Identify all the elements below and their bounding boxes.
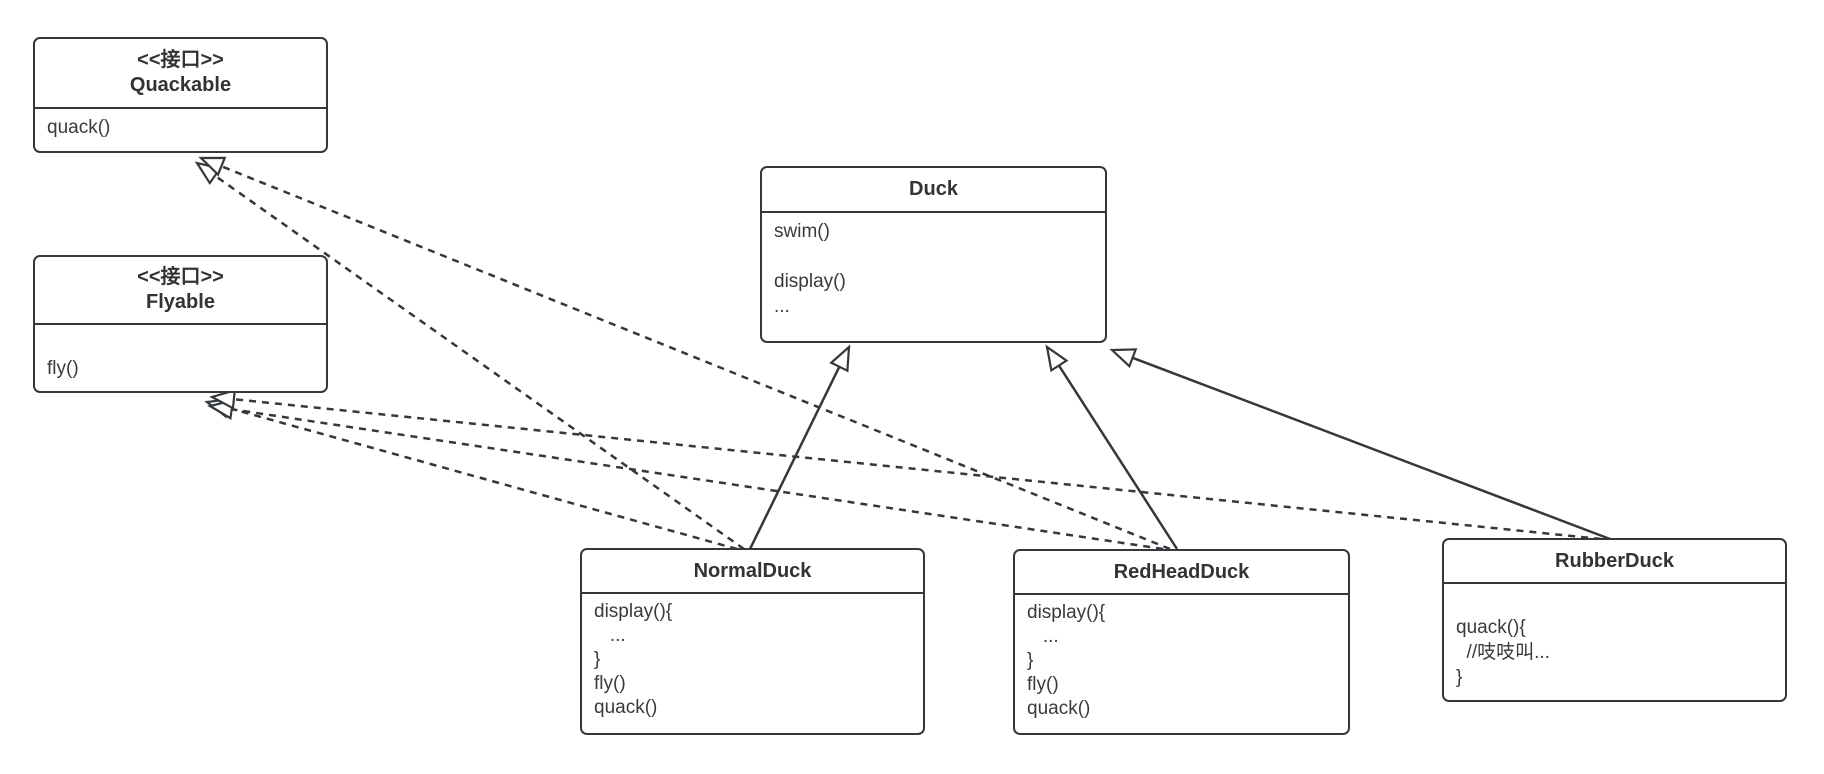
realization-arrow-normalduck-to-flyable — [204, 397, 738, 551]
class-members: quack(){ //吱吱叫...} — [1444, 584, 1785, 696]
class-name: NormalDuck — [693, 559, 812, 582]
class-member-line: ... — [594, 625, 626, 646]
realization-arrow-redheadduck-to-quackable — [198, 156, 1171, 551]
class-box-duck: Duck swim() display()... — [760, 166, 1107, 343]
class-members: display(){ ...} fly() quack() — [582, 594, 923, 726]
class-box-rubberduck: RubberDuck quack(){ //吱吱叫...} — [1442, 538, 1787, 702]
class-name: Quackable — [129, 74, 232, 96]
class-member-line: ... — [774, 296, 790, 317]
class-box-redheadduck: RedHeadDuck display(){ ...} fly() quack() — [1013, 549, 1350, 735]
class-member-line: quack(){ — [1456, 617, 1526, 638]
class-member-line: fly() — [594, 673, 626, 694]
class-box-normalduck: NormalDuck display(){ ...} fly() quack() — [580, 548, 925, 735]
class-name: RedHeadDuck — [1113, 560, 1250, 583]
class-member-line: swim() — [774, 221, 830, 242]
inheritance-arrow-redheadduck-to-duck — [1045, 344, 1179, 550]
inheritance-arrow-normalduck-to-duck — [748, 344, 851, 550]
class-header: <<接口>> Quackable — [35, 39, 326, 109]
realization-arrow-redheadduck-to-flyable — [207, 398, 1164, 551]
class-member-line — [774, 244, 1093, 269]
class-header: NormalDuck — [582, 550, 923, 594]
class-members: fly() — [35, 325, 326, 387]
class-members: quack() — [35, 109, 326, 146]
inheritance-arrow-rubberduck-to-duck — [1109, 348, 1611, 541]
class-header: Duck — [762, 168, 1105, 213]
class-member-line: quack() — [1027, 698, 1091, 719]
class-member-line: display() — [774, 271, 846, 292]
class-member-line: display(){ — [1027, 602, 1106, 623]
class-member-line: } — [594, 649, 601, 670]
class-member-line: display(){ — [594, 601, 673, 622]
class-members: swim() display()... — [762, 213, 1105, 325]
class-name: Duck — [909, 178, 958, 200]
class-header: RubberDuck — [1444, 540, 1785, 584]
class-member-line: ... — [1027, 626, 1059, 647]
class-header: <<接口>> Flyable — [35, 257, 326, 325]
class-stereotype: <<接口>> — [137, 49, 224, 71]
class-box-flyable: <<接口>> Flyable fly() — [33, 255, 328, 393]
class-name: RubberDuck — [1555, 549, 1674, 572]
class-box-quackable: <<接口>> Quackable quack() — [33, 37, 328, 153]
class-member-line — [47, 331, 314, 356]
class-name: Flyable — [146, 291, 215, 313]
class-member-line: } — [1027, 650, 1034, 671]
class-members: display(){ ...} fly() quack() — [1015, 595, 1348, 727]
class-member-line: } — [1456, 667, 1463, 688]
class-member-line: //吱吱叫... — [1456, 642, 1550, 663]
class-stereotype: <<接口>> — [137, 266, 224, 288]
class-header: RedHeadDuck — [1015, 551, 1348, 595]
realization-arrow-rubberduck-to-flyable — [209, 388, 1602, 541]
class-member-line: quack() — [47, 117, 111, 138]
class-member-line: fly() — [47, 358, 79, 379]
class-member-line — [1456, 590, 1773, 615]
class-member-line: fly() — [1027, 674, 1059, 695]
class-member-line: quack() — [594, 697, 658, 718]
